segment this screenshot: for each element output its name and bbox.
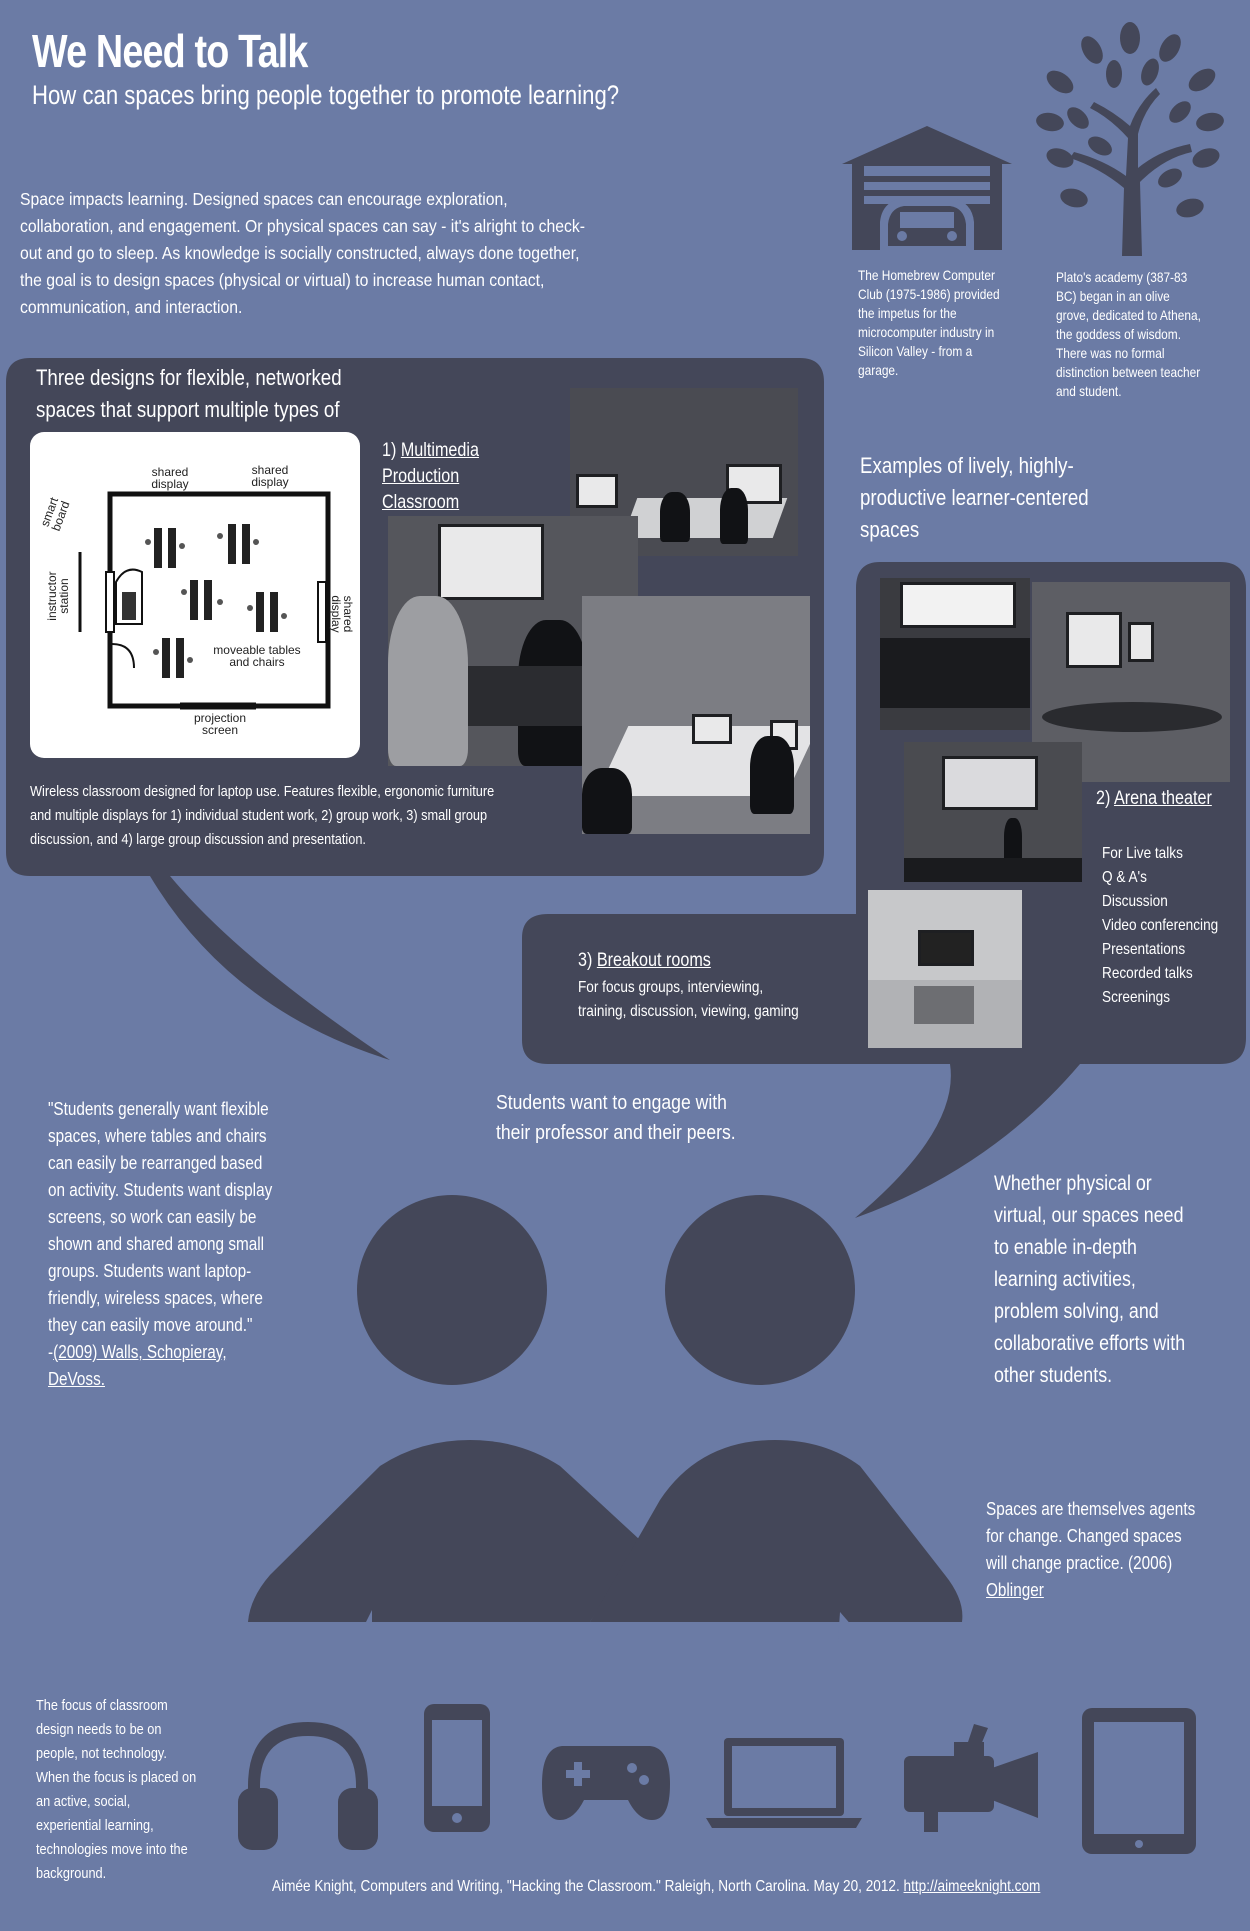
footer-text: Aimée Knight, Computers and Writing, "Ha… [272,1878,900,1895]
person-right-body [590,1440,963,1622]
bubble1-caption: Wireless classroom designed for laptop u… [30,783,495,848]
footer: Aimée Knight, Computers and Writing, "Ha… [272,1878,1040,1896]
floor-label-shared-display-side: shared display [329,595,355,633]
person-left-body [248,1440,640,1622]
intro-paragraph: Space impacts learning. Designed spaces … [20,189,586,317]
student-quote-text: "Students generally want flexible spaces… [48,1099,273,1335]
arena-use-item: Discussion [1102,893,1168,910]
arena-uses-list: For Live talks Q & A's Discussion Video … [1102,842,1230,1010]
multimedia-label-link[interactable]: Multimedia Production Classroom [382,440,479,513]
footer-link[interactable]: http://aimeeknight.com [903,1878,1041,1895]
floor-label-moveable: moveable tables and chairs [213,643,301,669]
floor-plan: shared display shared display smart boar… [30,432,360,758]
student-quote-cite[interactable]: (2009) Walls, Schopieray, DeVoss. [48,1342,227,1389]
breakout-label: 3) Breakout rooms [578,950,711,972]
arena-use-item: Video conferencing [1102,917,1219,934]
multimedia-label-number: 1) [382,440,397,461]
floor-label-shared-display-2: shared display [251,463,289,489]
breakout-label-link[interactable]: Breakout rooms [596,950,711,971]
tree-caption: Plato's academy (387-83 BC) began in an … [1056,269,1201,399]
arena-use-item: Presentations [1102,941,1186,958]
student-quote-cite-prefix: - [48,1342,54,1362]
gamepad-icon [542,1746,670,1820]
classroom-photo-3 [582,596,810,834]
breakout-photo [868,890,1022,1048]
floor-label-instructor-station: instructor station [45,571,71,621]
floor-plan-drawing [78,491,331,710]
floor-label-projection: projection screen [193,711,247,737]
agents-cite[interactable]: Oblinger [986,1580,1044,1600]
video-camera-icon [904,1724,1038,1832]
garage-caption: The Homebrew Computer Club (1975-1986) p… [858,267,1000,378]
garage-car-icon [842,126,1012,250]
arena-label-number: 2) [1096,788,1111,809]
floor-label-shared-display-1: shared display [151,465,189,491]
agents-text-body: Spaces are themselves agents for change.… [986,1499,1196,1573]
focus-text: The focus of classroom design needs to b… [36,1697,197,1882]
student-quote: "Students generally want flexible spaces… [48,1096,278,1393]
arena-use-item: For Live talks [1102,845,1183,862]
laptop-icon [706,1738,862,1828]
arena-use-item: Q & A's [1102,869,1147,886]
agents-text: Spaces are themselves agents for change.… [986,1496,1207,1604]
arena-label-link[interactable]: Arena theater [1113,788,1212,809]
students-engage-text: Students want to engage with their profe… [496,1092,736,1144]
page-title: We Need to Talk [32,25,308,77]
arena-use-item: Recorded talks [1102,965,1193,982]
person-left-head [357,1195,547,1385]
smartphone-icon [424,1704,490,1832]
arena-photo-3 [904,742,1082,882]
arena-photo-1 [880,578,1030,730]
whether-text: Whether physical or virtual, our spaces … [994,1172,1186,1387]
examples-caption: Examples of lively, highly-productive le… [860,453,1089,542]
breakout-description: For focus groups, interviewing, training… [578,979,799,1020]
breakout-label-number: 3) [578,950,593,971]
page-subtitle: How can spaces bring people together to … [32,80,620,110]
headphones-icon [238,1722,378,1850]
arena-use-item: Screenings [1102,989,1171,1006]
multimedia-label: 1) Multimedia Production Classroom [382,438,535,516]
tablet-icon [1082,1708,1196,1854]
tree-icon [1036,22,1224,256]
arena-label: 2) Arena theater [1096,788,1212,810]
person-right-head [665,1195,855,1385]
